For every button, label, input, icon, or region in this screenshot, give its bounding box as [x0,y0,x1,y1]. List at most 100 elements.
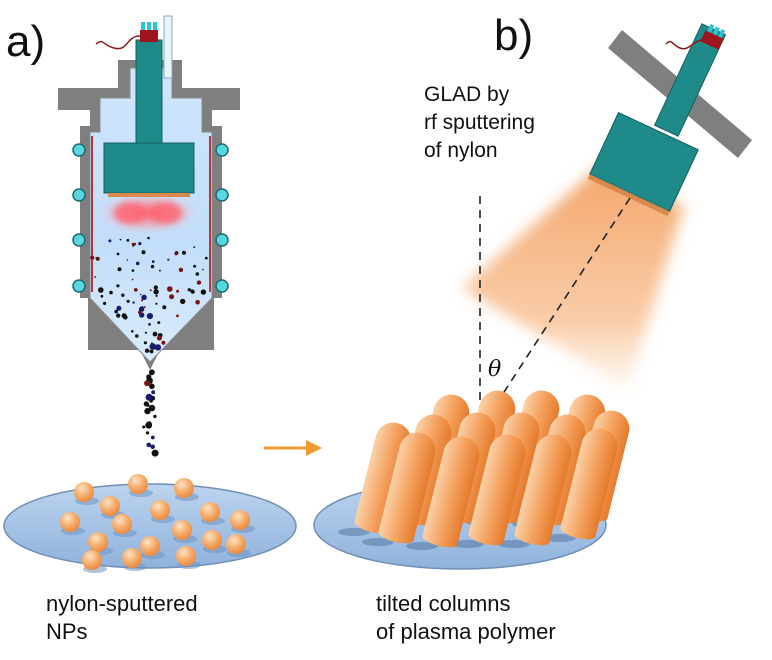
nanoparticle [140,536,160,556]
chamber-particle [180,298,186,305]
chamber-particle [108,239,112,243]
glad-target [587,174,670,216]
chamber-particle [190,289,194,293]
chamber-particle [193,264,197,268]
tilted-column [354,422,412,534]
chamber-particle [167,286,173,292]
chamber-particle [195,300,200,305]
column-body [560,428,618,540]
chamber-particle [121,313,127,319]
chamber-particle [143,341,147,345]
chamber-particle [116,313,121,318]
chamber-particle [146,313,153,320]
magnetron-head [103,142,195,194]
chamber-particle [144,348,150,353]
chamber-particle [154,344,162,351]
chamber-particle [144,331,147,334]
substrate-b [313,390,630,570]
column-body [354,422,412,534]
chamber-particle [153,285,158,290]
tilted-column [514,434,572,546]
chamber-particle [121,293,125,297]
chamber-particle [116,252,120,256]
chamber-particle [141,294,147,300]
caption-b-line-1: tilted columns [376,591,511,616]
chamber-particle [132,301,135,304]
nanoparticle [174,478,194,498]
chamber-particle [133,288,138,292]
column-shadow [544,534,576,542]
chamber-particle [98,287,104,293]
chamber-particle [149,289,152,292]
tilted-column [560,428,618,540]
chamber-particle [200,289,207,295]
beam-particle [150,444,155,450]
nanoparticle [112,514,132,534]
beam-particle [153,414,157,419]
chamber-particle [195,272,200,276]
chamber-particle [109,290,113,295]
caption-b-line-2: of plasma polymer [376,619,556,644]
beam-particle [142,425,146,429]
chamber-particle [149,343,157,350]
chamber-particle [131,269,135,272]
plasma-spot-right [150,202,182,224]
chamber-particle [149,349,154,354]
chamber-particle [100,294,104,298]
column-shadow [406,542,438,550]
chamber-particle [155,302,158,305]
chamber-particle [156,335,162,341]
chamber-particle [167,258,170,261]
plasma-glow [98,193,198,233]
cooling-coils [72,143,229,293]
chamber-particle [204,256,208,260]
column-shadow [338,528,370,536]
nanoparticle [150,500,170,520]
chamber-particle [152,331,158,337]
chamber-particle [131,330,134,333]
chamber-particle [158,269,161,272]
gas-inlet-icon [163,15,173,79]
chamber-particle [138,242,142,246]
tilted-columns [354,390,630,548]
chamber-particle [187,288,191,292]
nanoparticle-beam [142,369,159,457]
chamber-particle [182,250,186,255]
nanoparticle [200,502,220,522]
nanoparticle [128,474,148,494]
nanoparticle [74,482,94,502]
beam-particle [143,401,149,407]
deposition-direction-line [481,197,631,427]
chamber-particle [131,278,134,281]
chamber-particle [147,236,150,240]
chamber-particle [135,334,139,338]
chamber-particle [178,267,184,273]
beam-particle [149,399,153,403]
chamber-particle [161,340,166,345]
tilted-column [378,432,436,544]
magnetron-stem [135,39,163,147]
chamber-particle [148,323,151,326]
beam-particle [149,369,155,376]
chamber-particle [169,294,175,300]
chamber-particle [135,261,140,266]
chamber-particle [150,264,155,269]
chamber-particle [90,255,95,260]
beam-particle [146,442,151,448]
panel-b-label: b) [494,11,534,60]
glad-text-line-3: of nylon [424,139,498,162]
beam-particle [145,431,150,435]
nanoparticle [100,496,120,516]
chamber-particle [157,321,161,325]
column-body [514,434,572,546]
tilted-column [422,436,480,548]
chamber-particle [116,305,122,311]
chamber-particle [103,301,107,305]
nanoparticle [202,530,222,550]
chamber-particle [139,309,142,311]
nanoparticle [60,512,80,532]
chamber-particle [162,305,167,310]
chamber-particle [141,299,144,302]
chamber-particle [117,267,122,272]
